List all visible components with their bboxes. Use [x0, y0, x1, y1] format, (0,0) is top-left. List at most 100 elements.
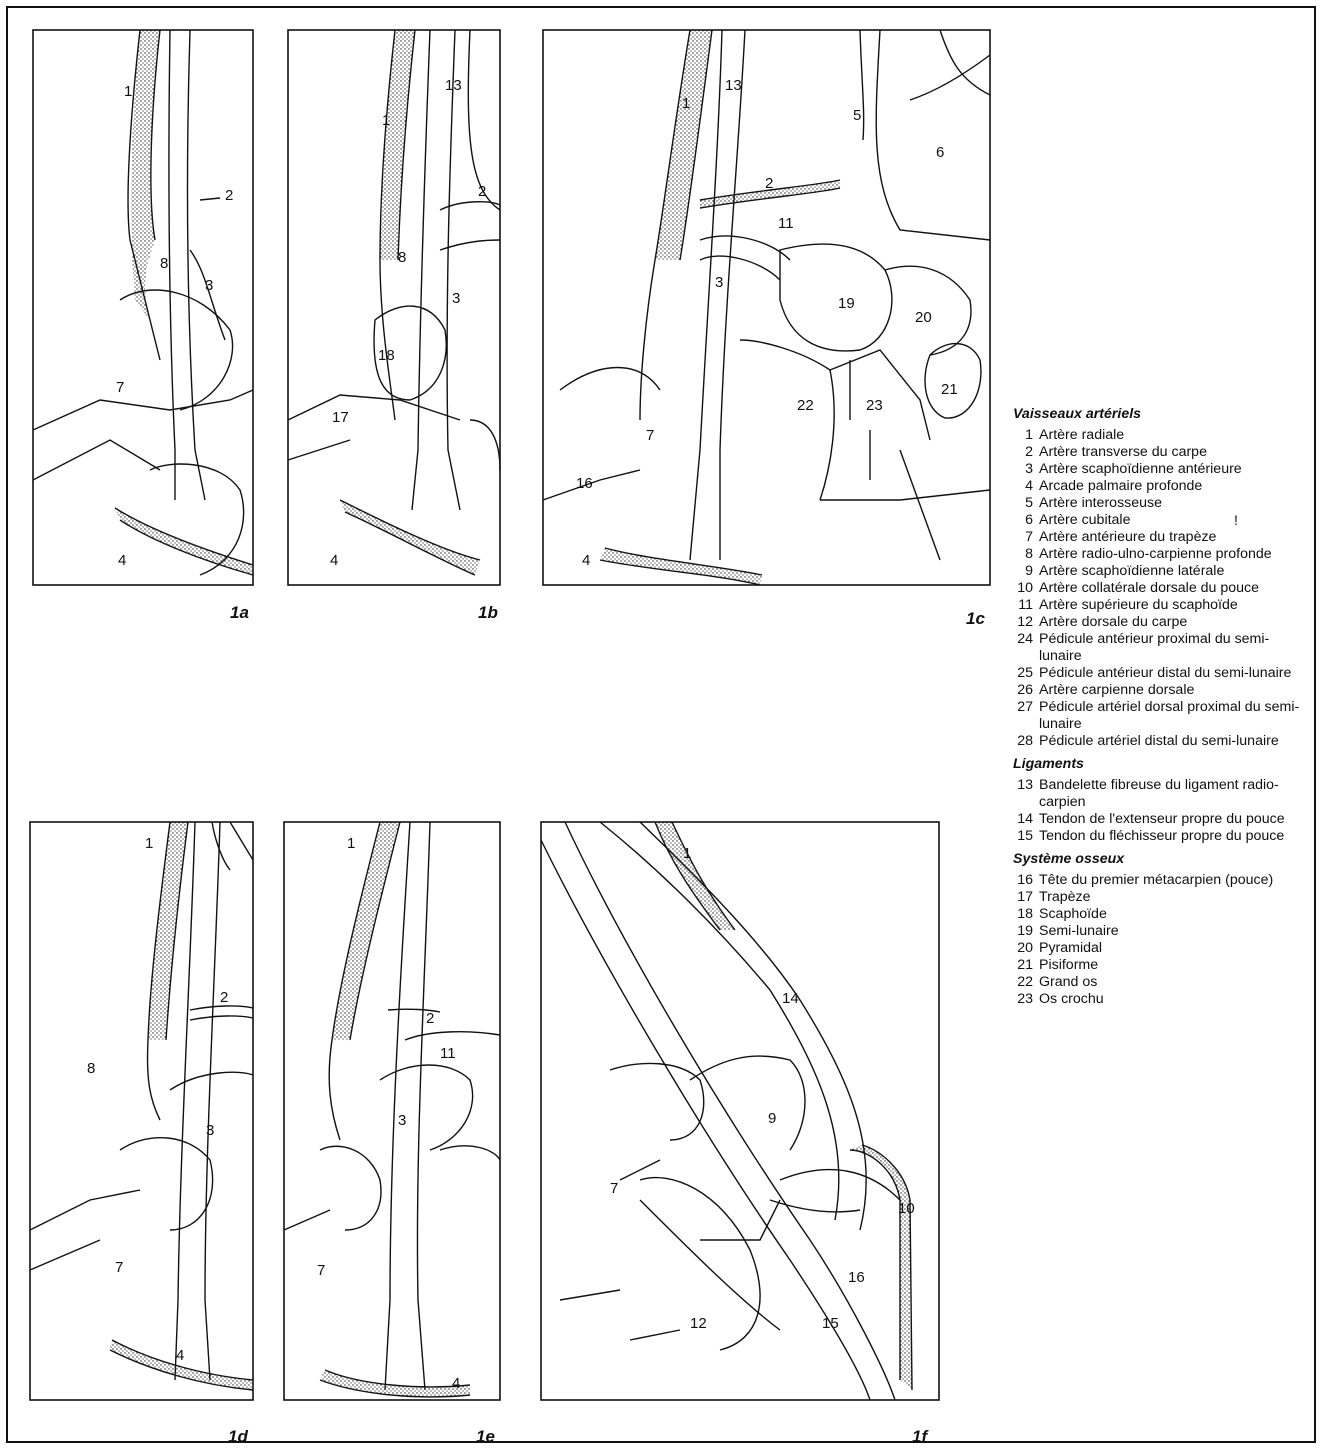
legend-item-text: Artère scaphoïdienne antérieure	[1039, 461, 1308, 478]
label-6: 6	[936, 144, 944, 161]
legend-item-number: 26	[1003, 682, 1039, 699]
label-1: 1	[145, 835, 153, 852]
legend-item-text: Scaphoïde	[1039, 906, 1308, 923]
legend-item-text: Os crochu	[1039, 991, 1308, 1008]
scaphoid-outline	[120, 290, 233, 410]
legend-item-text: Artère dorsale du carpe	[1039, 614, 1308, 631]
legend-section-title: Système osseux	[1013, 851, 1308, 868]
panel-label-1a: 1a	[230, 603, 249, 622]
label-20: 20	[915, 309, 932, 326]
legend-section-title: Ligaments	[1013, 756, 1308, 773]
label-13: 13	[445, 77, 462, 94]
panel-1f: 1 14 9 7 10 16 12 15 1f	[541, 822, 939, 1446]
label-12: 12	[690, 1315, 707, 1332]
label-9: 9	[768, 1110, 776, 1127]
legend-item-text: Arcade palmaire profonde	[1039, 478, 1308, 495]
legend-item-number: 5	[1003, 495, 1039, 512]
label-8: 8	[160, 255, 168, 272]
legend-item-number: 20	[1003, 940, 1039, 957]
legend-item-number: 25	[1003, 665, 1039, 682]
label-7: 7	[317, 1262, 325, 1279]
lunate-outline	[780, 244, 892, 351]
panel-1a: 1 2 3 8 7 4 1a	[33, 30, 253, 622]
legend-item-number: 7	[1003, 529, 1039, 546]
tendon-line	[169, 30, 175, 500]
legend-item-number: 12	[1003, 614, 1039, 631]
legend-item-text: Pédicule antérieur distal du semi-lunair…	[1039, 665, 1308, 682]
legend-section-title: Vaisseaux artériels	[1013, 406, 1308, 423]
label-7: 7	[610, 1180, 618, 1197]
legend-item-text: Semi-lunaire	[1039, 923, 1308, 940]
legend-item-number: 6	[1003, 512, 1039, 529]
legend-item-number: 28	[1003, 733, 1039, 750]
label-1: 1	[124, 83, 132, 100]
legend-item-text: Artère cubitale	[1039, 512, 1308, 529]
legend-item-number: 8	[1003, 546, 1039, 563]
legend-item: 6Artère cubitale	[1003, 512, 1308, 529]
label-23: 23	[866, 397, 883, 414]
legend-item-text: Pédicule artériel dorsal proximal du sem…	[1039, 699, 1308, 733]
legend-item-number: 4	[1003, 478, 1039, 495]
panel-label-1b: 1b	[478, 603, 498, 622]
panel-1b: 1 13 2 8 3 18 17 4 1b	[288, 30, 500, 622]
label-3: 3	[206, 1122, 214, 1139]
legend-item-text: Pédicule antérieur proximal du semi-luna…	[1039, 631, 1308, 665]
legend-item: 12Artère dorsale du carpe	[1003, 614, 1308, 631]
label-4: 4	[176, 1347, 184, 1364]
label-15: 15	[822, 1315, 839, 1332]
legend-item: 9Artère scaphoïdienne latérale	[1003, 563, 1308, 580]
label-4: 4	[118, 552, 126, 569]
label-2: 2	[478, 183, 486, 200]
legend-item-number: 27	[1003, 699, 1039, 733]
legend-item-text: Bandelette fibreuse du ligament radio-ca…	[1039, 777, 1308, 811]
legend-item-number: 9	[1003, 563, 1039, 580]
legend-item-text: Artère scaphoïdienne latérale	[1039, 563, 1308, 580]
label-1: 1	[682, 95, 690, 112]
label-3: 3	[715, 274, 723, 291]
legend-item-number: 22	[1003, 974, 1039, 991]
label-7: 7	[115, 1259, 123, 1276]
label-14: 14	[782, 990, 799, 1007]
panel-label-1f: 1f	[912, 1427, 929, 1446]
legend-item-number: 24	[1003, 631, 1039, 665]
label-3: 3	[205, 277, 213, 294]
legend-item-number: 13	[1003, 777, 1039, 811]
legend-item-number: 17	[1003, 889, 1039, 906]
bone-outline	[33, 390, 253, 430]
label-8: 8	[87, 1060, 95, 1077]
label-11: 11	[440, 1045, 456, 1062]
label-3: 3	[398, 1112, 406, 1129]
legend-item-text: Artère carpienne dorsale	[1039, 682, 1308, 699]
label-19: 19	[838, 295, 855, 312]
label-5: 5	[853, 107, 861, 124]
legend-item-text: Artère transverse du carpe	[1039, 444, 1308, 461]
legend-item: 7Artère antérieure du trapèze	[1003, 529, 1308, 546]
label-10: 10	[898, 1200, 915, 1217]
label-3: 3	[452, 290, 460, 307]
label-17: 17	[332, 409, 349, 426]
legend-item: 5Artère interosseuse	[1003, 495, 1308, 512]
legend-item-number: 16	[1003, 872, 1039, 889]
label-4: 4	[582, 552, 590, 569]
legend-item-number: 18	[1003, 906, 1039, 923]
legend-item-number: 1	[1003, 427, 1039, 444]
label-22: 22	[797, 397, 814, 414]
label-1: 1	[347, 835, 355, 852]
label-16: 16	[576, 475, 593, 492]
label-7: 7	[646, 427, 654, 444]
legend-item-text: Artère collatérale dorsale du pouce	[1039, 580, 1308, 597]
legend-item-number: 15	[1003, 828, 1039, 845]
legend-item-number: 2	[1003, 444, 1039, 461]
legend-item-number: 21	[1003, 957, 1039, 974]
label-7: 7	[116, 379, 124, 396]
